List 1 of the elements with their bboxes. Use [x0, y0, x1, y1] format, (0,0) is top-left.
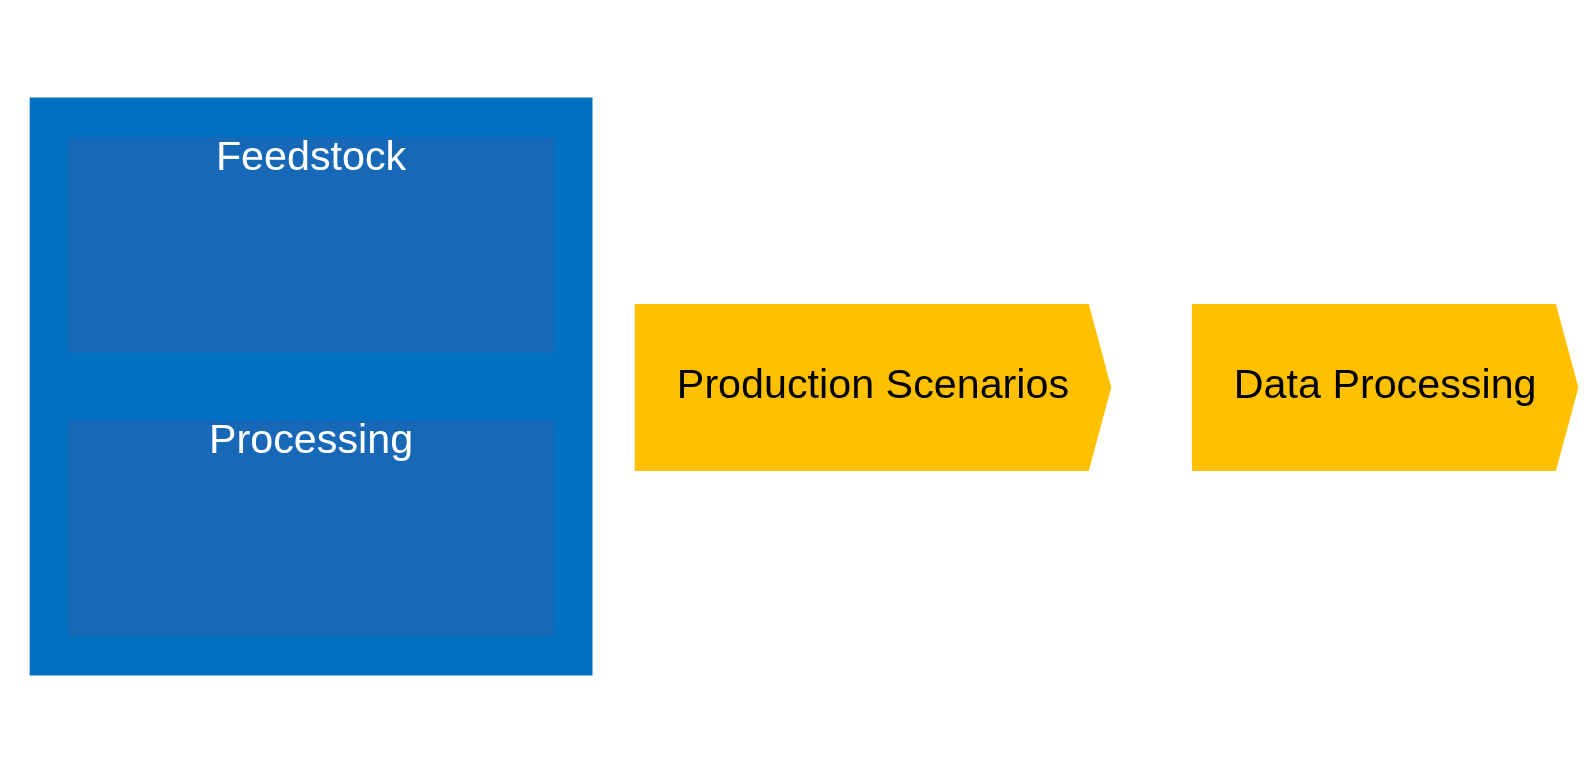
cluster — [29, 97, 593, 676]
